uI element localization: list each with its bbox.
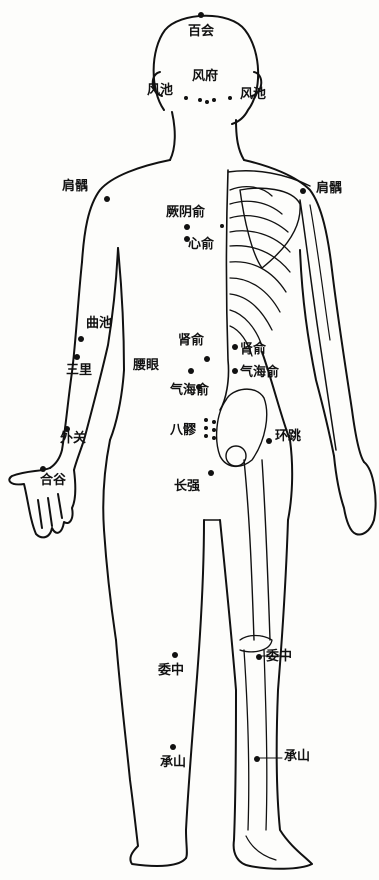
hip-joint <box>226 446 246 466</box>
label-fengchi-left: 风池 <box>147 84 173 98</box>
label-xinshu: 心俞 <box>188 238 214 252</box>
dot-baliao-6 <box>212 436 216 440</box>
label-yaoyan: 腰眼 <box>133 359 159 373</box>
right-arm-outer <box>332 270 364 462</box>
label-shenshu-right: 肾俞 <box>240 343 266 357</box>
dot-weizhong-left <box>172 652 178 658</box>
label-shenshu-left: 肾俞 <box>178 334 204 348</box>
label-baihui: 百会 <box>188 25 214 39</box>
dot-fengchi-right <box>228 96 232 100</box>
dot-shenshu-right <box>232 344 238 350</box>
right-leg-inner <box>220 520 250 866</box>
label-fengfu: 风府 <box>192 70 218 84</box>
label-qihaishu-left: 气海俞 <box>170 384 209 398</box>
right-arm-inner <box>300 250 334 456</box>
right-tibia <box>244 650 249 830</box>
dot-shenshu-left <box>204 356 210 362</box>
hip-left <box>103 440 116 640</box>
label-jianyu-left: 肩髃 <box>62 180 88 194</box>
dot-baliao-3 <box>204 434 208 438</box>
label-qihaishu-right: 气海俞 <box>240 366 279 380</box>
label-baliao: 八髎 <box>170 424 196 438</box>
label-hegu: 合谷 <box>40 474 66 488</box>
dot-sanli <box>74 354 80 360</box>
dot-huantiao <box>266 438 272 444</box>
left-fingers <box>38 494 62 528</box>
right-scapula <box>240 188 300 268</box>
right-foot-bones <box>246 836 276 860</box>
dot-jueyinshu <box>184 224 190 230</box>
dot-baliao-4 <box>212 420 216 424</box>
dot-chengshan-right <box>254 756 260 762</box>
dot-baliao-2 <box>204 426 208 430</box>
label-chengshan-right: 承山 <box>284 750 310 764</box>
label-weizhong-right: 委中 <box>266 650 292 664</box>
label-jueyinshu: 厥阴俞 <box>166 206 205 220</box>
dot-baihui <box>198 12 204 18</box>
dot-chengshan-left <box>170 744 176 750</box>
rib-cage <box>230 187 290 356</box>
dot-xinshu-r <box>220 224 224 228</box>
label-jianyu-right: 肩髃 <box>316 182 342 196</box>
dot-qihaishu-right <box>232 368 238 374</box>
neck-left <box>170 112 175 160</box>
right-hand <box>334 456 376 534</box>
right-humerus <box>300 200 336 450</box>
dot-baliao-5 <box>212 428 216 432</box>
right-leg-outer <box>250 520 312 869</box>
right-femur <box>244 460 254 640</box>
dot-hegu <box>40 466 46 472</box>
left-shoulder-line <box>82 160 170 262</box>
label-waiguan: 外关 <box>60 432 86 446</box>
right-femur-2 <box>262 460 270 640</box>
dot-changqiang <box>208 470 214 476</box>
left-leg-inner <box>186 520 204 858</box>
label-changqiang: 长强 <box>174 480 200 494</box>
dot-jianyu-left <box>104 196 110 202</box>
dot-quchi <box>78 336 84 342</box>
label-weizhong-left: 委中 <box>158 664 184 678</box>
right-fibula <box>264 650 267 830</box>
neck-right <box>236 120 244 160</box>
spine <box>220 170 229 410</box>
clavicle-right <box>228 171 310 186</box>
label-sanli: 三里 <box>66 364 92 378</box>
dot-fengfu-3 <box>212 98 216 102</box>
dot-jianyu-right <box>300 188 306 194</box>
right-radius <box>310 205 330 340</box>
label-quchi: 曲池 <box>86 317 112 331</box>
dot-fengchi-left <box>184 96 188 100</box>
dot-weizhong-right <box>256 654 262 660</box>
dot-fengfu-1 <box>198 98 202 102</box>
dot-fengfu-2 <box>205 100 209 104</box>
dot-baliao-1 <box>204 418 208 422</box>
dot-yaoyan <box>188 368 194 374</box>
label-huantiao: 环跳 <box>275 430 301 444</box>
label-chengshan-left: 承山 <box>160 756 186 770</box>
label-fengchi-right: 风池 <box>240 88 266 102</box>
